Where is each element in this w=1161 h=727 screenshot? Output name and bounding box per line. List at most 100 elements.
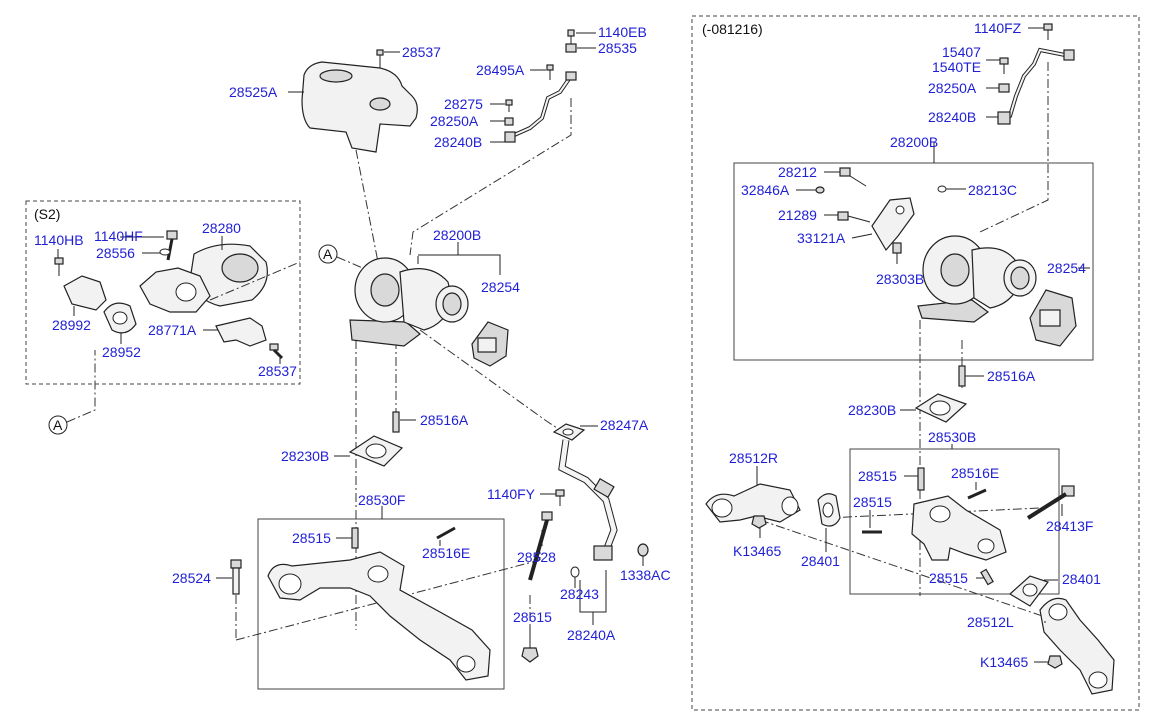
label-1338ac: 1338AC [620,567,671,583]
label-28250a-right: 28250A [928,80,977,96]
oil-feed-pipe-right [997,23,1075,125]
label-28401-upper: 28401 [801,553,840,569]
label-28212: 28212 [778,164,817,180]
label-28512l: 28512L [967,614,1014,630]
bolt-1140hb [54,257,64,276]
stud-28516a-right [958,365,966,387]
label-28515-b: 28515 [853,494,892,510]
label-28495a: 28495A [476,62,525,78]
s2-group-frame [25,200,301,385]
bolt-1140fy [555,489,565,506]
washer-28556 [159,248,171,256]
label-28516a-left: 28516A [420,412,469,428]
label-28516e-left: 28516E [422,545,470,561]
pipe-group-box-left [257,518,505,690]
catalytic-converter-28280 [189,243,268,307]
gasket-28401-lower [1008,575,1049,607]
turbocharger-28200b-left [349,257,469,347]
label-k13465-upper: K13465 [733,543,781,559]
label-28275: 28275 [444,96,483,112]
label-28771a: 28771A [148,322,197,338]
label-33121a: 33121A [797,230,846,246]
label-28535: 28535 [598,40,637,56]
bracket-28771a [215,317,267,347]
label-28250a-left: 28250A [430,113,479,129]
stud-28516a-left [392,411,400,433]
bolt-28413f [1026,485,1075,520]
label-1140hb: 1140HB [34,232,84,248]
nut-28303b [892,242,902,254]
bolt-1140hf [166,230,178,261]
label-1540te: 1540TE [932,59,981,75]
label-28530b: 28530B [928,429,976,445]
label-28243: 28243 [560,586,599,602]
gasket-28230b-right [914,393,968,423]
label-28240a: 28240A [567,627,616,643]
svg-text:A: A [53,417,63,433]
label-28516a-right: 28516A [987,368,1036,384]
label-28556: 28556 [96,245,135,261]
label-21289: 21289 [778,207,817,223]
label-28515-c: 28515 [929,570,968,586]
gasket-28401-upper [817,493,841,527]
date-group-frame [691,15,1140,711]
label-28992: 28992 [52,317,91,333]
label-28230b-left: 28230B [281,448,329,464]
label-28254-left: 28254 [481,279,520,295]
label-28524: 28524 [172,570,211,586]
label-28615: 28615 [513,609,552,625]
label-28512r: 28512R [729,450,778,466]
label-28303b: 28303B [876,271,924,287]
egr-pipe-28512r [705,483,801,523]
bolt-28524 [230,559,242,595]
label-28240b-right: 28240B [928,109,976,125]
nut-28615 [521,647,539,663]
actuator-28254-left [471,321,509,367]
oil-return-pipe [552,423,649,578]
washer-32846a [815,186,825,194]
ref-mark-a-top: A [318,244,373,273]
bolt-28528 [528,511,553,581]
date-group-header: (-081216) [702,21,763,37]
ref-mark-a-bottom: A [48,350,96,435]
s2-header: (S2) [34,206,60,222]
label-28254-right: 28254 [1047,260,1086,276]
label-1140fy: 1140FY [487,486,536,502]
nut-k13465-upper [751,515,767,529]
label-15407: 15407 [942,44,981,60]
turbo-group-box-right [733,162,1094,361]
egr-pipe-28512l [1039,597,1115,695]
heat-shield-28992 [63,275,107,311]
leader-lines [57,27,1063,663]
oil-feed-pipe-left [504,29,577,143]
label-1140eb: 1140EB [598,24,647,40]
bolt-28212 [839,167,867,187]
label-28247a: 28247A [600,417,649,433]
ring-28213c [937,185,947,193]
gasket-28230b-left [348,435,404,467]
label-28525a: 28525A [229,84,278,100]
label-28515-a: 28515 [858,468,897,484]
bolt-21289 [837,211,871,223]
manifold-flange-s2 [139,267,211,313]
label-28200b-left: 28200B [433,227,481,243]
egr-pipe-28530b [862,467,1007,586]
label-28401-lower: 28401 [1062,571,1101,587]
svg-text:A: A [323,246,333,262]
nut-k13465-lower [1047,655,1063,669]
label-28413f: 28413F [1046,518,1093,534]
label-28280: 28280 [202,220,241,236]
label-28537-top: 28537 [402,44,441,60]
label-k13465-lower: K13465 [980,654,1028,670]
label-28200b-right: 28200B [890,134,938,150]
gasket-28952 [103,302,137,334]
label-28230b-right: 28230B [848,402,896,418]
label-28952: 28952 [102,344,141,360]
label-1140fz: 1140FZ [974,20,1022,36]
egr-pipe-28530f [267,526,491,681]
label-28537-s2: 28537 [258,363,297,379]
bolt-28537-top [376,49,384,68]
label-28528: 28528 [517,549,556,565]
